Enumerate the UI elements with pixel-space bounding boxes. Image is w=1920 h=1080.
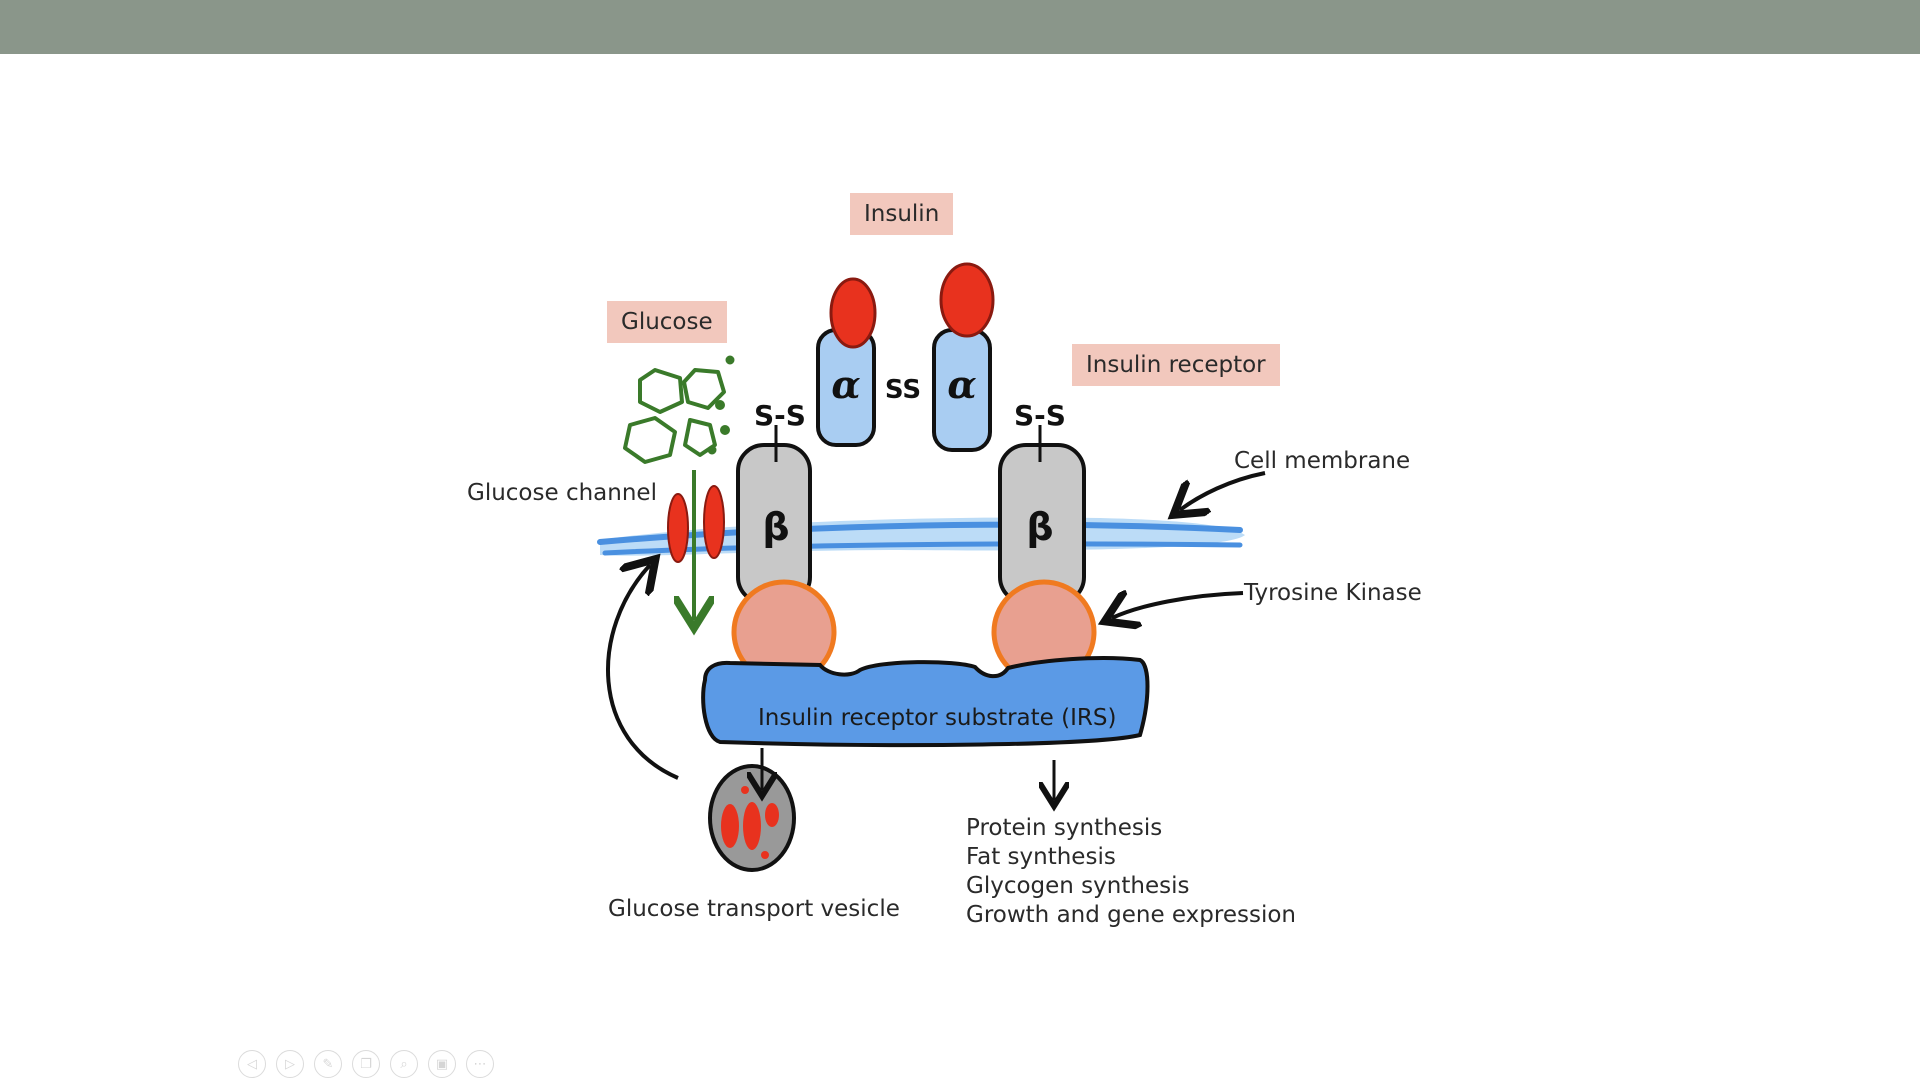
next-icon[interactable]: ▷: [276, 1050, 304, 1078]
outcome-item: Protein synthesis: [966, 815, 1163, 841]
vesicle-to-channel-arrow: [606, 565, 679, 780]
glucose-transport-vesicle-label: Glucose transport vesicle: [608, 896, 900, 922]
presentation-toolbar: ◁ ▷ ✎ ❐ ⌕ ▣ ⋯: [238, 1050, 494, 1078]
pen-icon[interactable]: ✎: [314, 1050, 342, 1078]
alpha-symbol-left: α: [831, 362, 860, 407]
insulin-molecule-right: [939, 262, 995, 338]
irs-body: [701, 656, 1150, 748]
tyrosine-kinase-label: Tyrosine Kinase: [1244, 580, 1422, 606]
cell-membrane-label: Cell membrane: [1234, 448, 1411, 474]
outcome-item: Growth and gene expression: [966, 902, 1296, 928]
screen-icon[interactable]: ▣: [428, 1050, 456, 1078]
top-band: [0, 0, 1920, 54]
outcomes-list: Protein synthesis Fat synthesis Glycogen…: [966, 814, 1296, 930]
beta-subunit-right: [998, 425, 1086, 605]
glucose-transport-vesicle-icon: [708, 764, 796, 872]
outcome-item: Fat synthesis: [966, 844, 1116, 870]
insulin-tag: Insulin: [850, 193, 954, 235]
slide-canvas: [0, 54, 1920, 1080]
zoom-icon[interactable]: ⌕: [390, 1050, 418, 1078]
tyrosine-kinase-pointer: [1112, 593, 1244, 618]
copy-icon[interactable]: ❐: [352, 1050, 380, 1078]
beta-symbol-left: β: [762, 505, 789, 549]
more-icon[interactable]: ⋯: [466, 1050, 494, 1078]
disulfide-bond-right: S-S: [1014, 399, 1066, 432]
beta-symbol-right: β: [1026, 505, 1053, 549]
disulfide-bond-left: S-S: [754, 399, 806, 432]
glucose-channel: [667, 485, 725, 563]
disulfide-bond-center: SS: [885, 375, 921, 405]
insulin-receptor-tag: Insulin receptor: [1072, 344, 1280, 386]
irs-label: Insulin receptor substrate (IRS): [758, 705, 1116, 731]
outcome-item: Glycogen synthesis: [966, 873, 1190, 899]
insulin-molecule-left: [829, 277, 877, 349]
glucose-tag: Glucose: [607, 301, 727, 343]
beta-subunit-left: [736, 425, 812, 605]
alpha-symbol-right: α: [947, 362, 976, 407]
glucose-molecules-icon: [623, 355, 735, 464]
cell-membrane: [597, 517, 1245, 556]
cell-membrane-pointer: [1180, 471, 1266, 510]
prev-icon[interactable]: ◁: [238, 1050, 266, 1078]
glucose-channel-label: Glucose channel: [467, 480, 657, 506]
